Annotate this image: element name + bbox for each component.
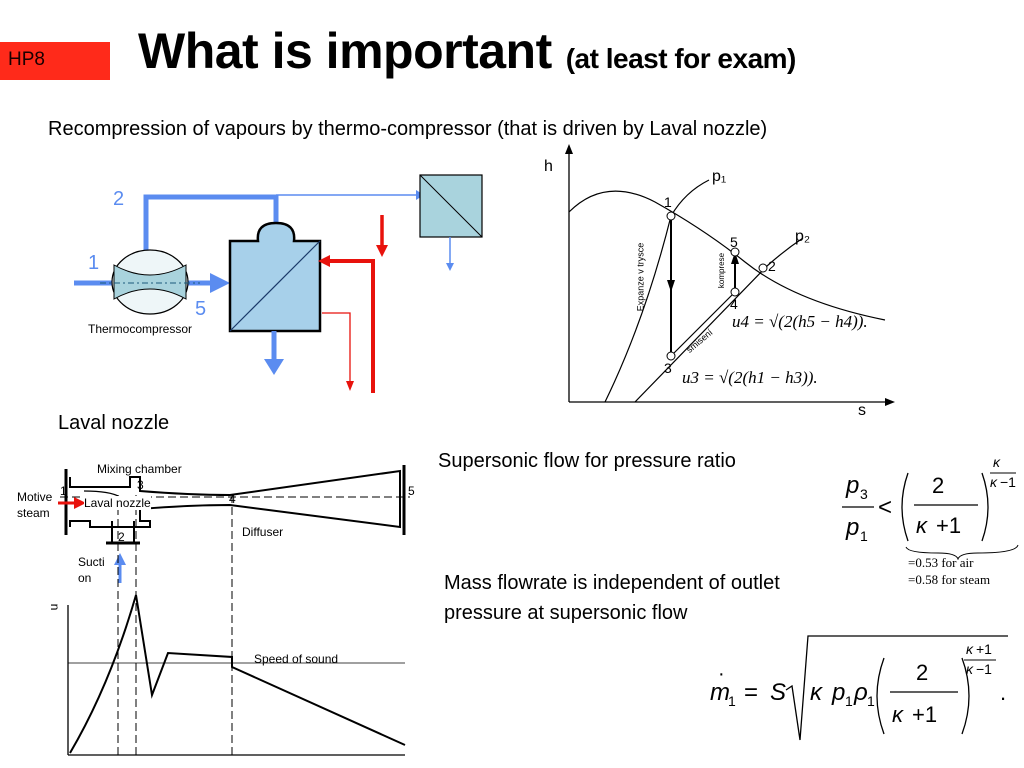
hs-label-expanze: Expanze v trysce	[635, 242, 646, 312]
svg-text:1: 1	[860, 528, 868, 544]
hs-point-4: 4	[730, 296, 738, 312]
eq-u3: u3 = √(2(h1 − h3)).	[682, 368, 818, 387]
hs-diagram	[565, 144, 895, 406]
svg-text:2: 2	[916, 660, 928, 685]
svg-text:p: p	[845, 514, 859, 541]
hs-point-3: 3	[664, 360, 672, 376]
suction-label-1: Sucti	[78, 555, 105, 569]
velocity-axis-u: u	[46, 603, 61, 611]
eq-u4: u4 = √(2(h5 − h4)).	[732, 312, 868, 331]
supersonic-heading: Supersonic flow for pressure ratio	[438, 450, 736, 472]
massflow-line-1: Mass flowrate is independent of outlet	[444, 572, 780, 594]
svg-text:−1: −1	[976, 661, 992, 677]
hs-axis-s: s	[858, 402, 866, 419]
hs-axis-h: h	[544, 158, 553, 175]
suction-label-2: on	[78, 571, 92, 585]
svg-text:ρ: ρ	[853, 679, 868, 706]
thermocompressor-scheme	[74, 174, 483, 393]
svg-text:1: 1	[845, 693, 853, 709]
svg-text:3: 3	[860, 486, 868, 502]
svg-text:p: p	[845, 472, 859, 499]
svg-text:+1: +1	[936, 513, 961, 538]
mixing-chamber-label: Mixing chamber	[97, 462, 182, 476]
hs-point-2: 2	[768, 258, 776, 274]
laval-nozzle-label: Laval nozzle	[84, 496, 151, 510]
svg-text:1: 1	[867, 693, 875, 709]
thermocompressor-label: Thermocompressor	[88, 322, 193, 336]
section-number-1: 1	[60, 484, 67, 498]
ratio-air: =0.53 for air	[908, 555, 974, 570]
massflow-line-2: pressure at supersonic flow	[444, 602, 688, 624]
svg-text:+1: +1	[912, 702, 937, 727]
ratio-steam: =0.58 for steam	[908, 572, 991, 587]
svg-text:.: .	[1000, 680, 1006, 705]
svg-text:m: m	[710, 679, 730, 706]
svg-text:κ: κ	[810, 679, 824, 706]
svg-text:−1: −1	[1000, 474, 1016, 490]
title-sub: (at least for exam)	[565, 43, 797, 74]
hs-label-p1: p₁	[712, 168, 727, 185]
section-number-5: 5	[408, 484, 415, 498]
section-number-4: 4	[229, 492, 236, 506]
title-main: What is important	[138, 23, 552, 79]
svg-text:κ: κ	[966, 661, 974, 677]
diffuser-label: Diffuser	[242, 525, 284, 539]
section-number-3: 3	[137, 478, 144, 492]
hs-point-5: 5	[730, 234, 738, 250]
svg-text:κ: κ	[966, 641, 974, 657]
hs-point-1: 1	[664, 194, 672, 210]
hs-label-komprese: komprese	[717, 252, 727, 289]
laval-nozzle-diagram	[58, 465, 410, 756]
speed-of-sound-label: Speed of sound	[254, 652, 339, 666]
svg-text:κ: κ	[993, 454, 1001, 470]
page-title: What is important (at least for exam)	[138, 22, 796, 80]
svg-text:κ: κ	[990, 474, 998, 490]
svg-text:<: <	[878, 494, 892, 521]
svg-text:S: S	[770, 679, 786, 706]
motive-steam-label-1: Motive	[17, 490, 53, 504]
svg-text:p: p	[831, 679, 845, 706]
section-number-2: 2	[118, 530, 125, 544]
svg-text:·: ·	[718, 663, 725, 685]
svg-text:2: 2	[932, 473, 944, 498]
laval-heading: Laval nozzle	[58, 412, 170, 434]
stream-label-2: 2	[113, 188, 125, 210]
svg-text:κ: κ	[892, 702, 904, 727]
stream-label-1: 1	[88, 252, 100, 274]
svg-text:1: 1	[728, 693, 736, 709]
hs-label-p2: p₂	[795, 228, 811, 245]
svg-text:κ: κ	[916, 513, 928, 538]
massflow-formula: m · 1 = S κ p 1 ρ 1 2 κ +1 κ +1 κ −1 .	[710, 635, 1008, 741]
motive-steam-label-2: steam	[17, 506, 50, 520]
svg-text:+1: +1	[976, 641, 992, 657]
svg-text:=: =	[744, 679, 758, 706]
slide-badge: HP8	[0, 42, 110, 80]
badge-label: HP8	[8, 49, 45, 70]
stream-label-5: 5	[195, 298, 207, 320]
subtitle: Recompression of vapours by thermo-compr…	[48, 118, 768, 140]
pressure-ratio-formula: p 3 p 1 < 2 κ +1 κ κ −1	[842, 454, 1019, 560]
